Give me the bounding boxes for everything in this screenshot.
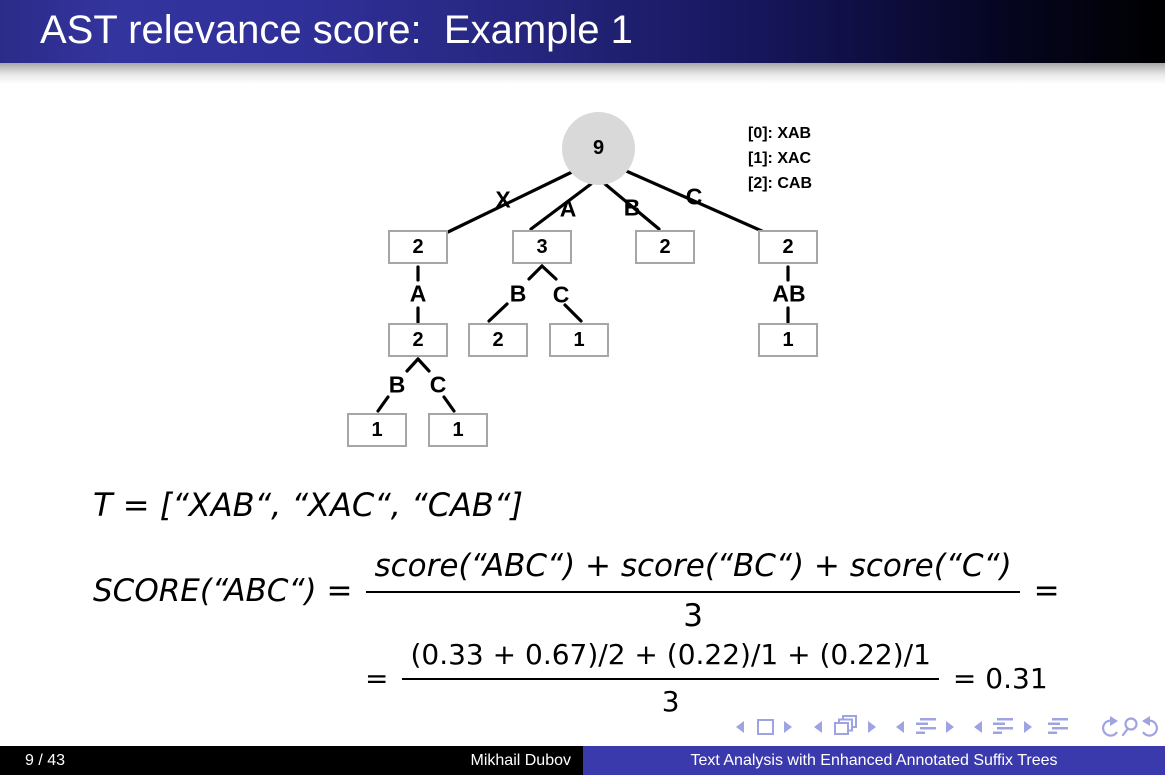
slide-title-bar: AST relevance score: Example 1: [0, 0, 1165, 63]
nav-next-frame-icon[interactable]: [868, 721, 876, 733]
nav-prev-subsection-icon[interactable]: [896, 721, 904, 733]
nav-subsection-icon[interactable]: [916, 718, 936, 734]
edge-label: B: [623, 194, 641, 221]
root-node-value: 9: [592, 137, 605, 159]
edge-label: X: [495, 186, 511, 213]
title-bar-shadow: [0, 63, 1165, 84]
node-value: 2: [782, 235, 794, 258]
page-number: 9 / 43: [25, 751, 66, 769]
tree-node: 3: [512, 230, 572, 264]
node-value: 1: [782, 328, 794, 351]
tree-node: 1: [428, 413, 488, 447]
edge-label: B: [509, 280, 527, 307]
nav-frames-icon[interactable]: [834, 715, 857, 735]
tree-node: 2: [635, 230, 695, 264]
score-fraction: score(“ABC“) + score(“BC“) + score(“C“) …: [366, 548, 1020, 634]
node-value: 2: [412, 235, 424, 258]
node-value: 2: [492, 328, 504, 351]
legend-item: [0]: XAB: [748, 125, 812, 142]
numeric-fraction: (0.33 + 0.67)/2 + (0.22)/1 + (0.22)/1 3: [402, 638, 939, 718]
tree-node: 1: [347, 413, 407, 447]
node-value: 2: [412, 328, 424, 351]
tree-node: 2: [468, 323, 528, 357]
numeric-denominator: 3: [661, 685, 680, 718]
numeric-lhs-equals: =: [365, 661, 389, 695]
tree-node: 2: [388, 323, 448, 357]
tree-node: 2: [388, 230, 448, 264]
edge-label: C: [429, 371, 447, 398]
formula-t-definition: T = [“XAB“, “XAC“, “CAB“]: [93, 486, 523, 524]
node-value: 1: [573, 328, 585, 351]
score-numerator: score(“ABC“) + score(“BC“) + score(“C“): [366, 548, 1020, 593]
tree-root-node: 9: [562, 112, 635, 185]
nav-back-icon[interactable]: [1102, 716, 1118, 737]
footer-bar: 9 / 43 Mikhail Dubov Text Analysis with …: [0, 746, 1165, 775]
formula-score: SCORE(“ABC“) = score(“ABC“) + score(“BC“…: [93, 548, 1060, 634]
nav-prev-slide-icon[interactable]: [736, 721, 744, 733]
node-value: 3: [536, 235, 548, 258]
edge-label: A: [559, 195, 577, 222]
node-value: 1: [371, 418, 383, 441]
nav-next-subsection-icon[interactable]: [946, 721, 954, 733]
nav-prev-section-icon[interactable]: [974, 721, 982, 733]
node-value: 2: [659, 235, 671, 258]
numeric-result: = 0.31: [952, 661, 1048, 695]
node-value: 1: [452, 418, 464, 441]
nav-appendix-icon[interactable]: [1048, 718, 1068, 734]
score-lhs: SCORE(“ABC“) =: [93, 573, 353, 609]
score-denominator: 3: [683, 598, 703, 634]
nav-forward-icon[interactable]: [1142, 716, 1158, 737]
nav-find-icon[interactable]: [1121, 717, 1138, 737]
footer-right-section: Text Analysis with Enhanced Annotated Su…: [583, 746, 1165, 775]
edge-label: AB: [772, 280, 806, 307]
edge-label: C: [685, 183, 703, 210]
score-trailing-equals: =: [1033, 573, 1060, 609]
legend-item: [1]: XAC: [748, 150, 812, 167]
tree-node: 2: [758, 230, 818, 264]
legend-item: [2]: CAB: [748, 175, 812, 192]
author-name: Mikhail Dubov: [470, 751, 571, 769]
tree-node: 1: [758, 323, 818, 357]
string-legend: [0]: XAB [1]: XAC [2]: CAB: [748, 121, 812, 196]
beamer-nav-bar: [736, 715, 1158, 737]
nav-prev-frame-icon[interactable]: [814, 721, 822, 733]
edge-label: C: [552, 281, 570, 308]
formula-numeric: = (0.33 + 0.67)/2 + (0.22)/1 + (0.22)/1 …: [365, 638, 1048, 718]
nav-next-slide-icon[interactable]: [784, 721, 792, 733]
nav-slide-icon[interactable]: [757, 719, 774, 735]
tree-node: 1: [549, 323, 609, 357]
edge-label: B: [388, 371, 406, 398]
nav-section-icon[interactable]: [993, 718, 1013, 734]
numeric-numerator: (0.33 + 0.67)/2 + (0.22)/1 + (0.22)/1: [402, 638, 939, 680]
deck-title: Text Analysis with Enhanced Annotated Su…: [690, 751, 1058, 769]
nav-next-section-icon[interactable]: [1024, 721, 1032, 733]
footer-left-section: 9 / 43 Mikhail Dubov: [0, 746, 583, 775]
slide-title: AST relevance score: Example 1: [40, 8, 633, 52]
edge-label: A: [409, 280, 427, 307]
